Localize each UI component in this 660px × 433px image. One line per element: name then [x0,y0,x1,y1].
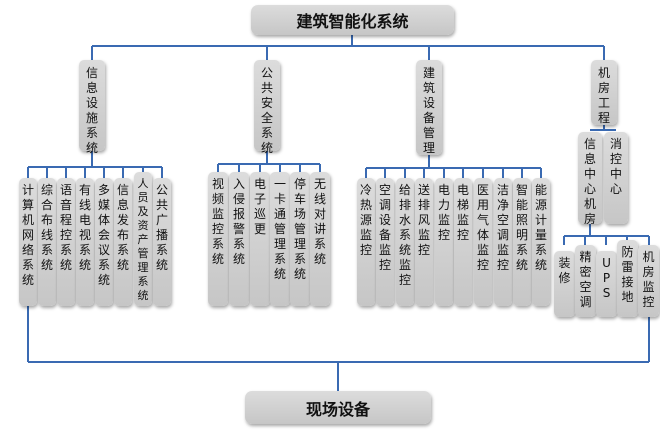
leaf-label: 洁净空调监控 [496,183,509,272]
root-node: 建筑智能化系统 [251,5,454,35]
leaf-patrol: 电子巡更 [250,172,270,306]
leaf-smart-lighting: 智能照明系统 [513,178,531,306]
bottom-node: 现场设备 [245,391,431,424]
sub-label: 信息中心机房 [583,137,596,226]
leaf-label: 公共广播系统 [155,183,168,272]
leaf-label: 有线电视系统 [78,183,91,272]
leaf-label: 能源计量系统 [534,183,547,272]
leaf-label: 电梯监控 [456,183,469,242]
leaf-label: 多媒体会议系统 [97,183,110,287]
leaf-room-monitor: 机房监控 [638,245,659,317]
leaf-info-publish: 信息发布系统 [114,178,132,306]
leaf-wireless-intercom: 无线对讲系统 [310,172,330,306]
sub-info-center-room: 信息中心机房 [578,132,602,226]
leaf-label: UPS [602,256,611,300]
leaf-label: 信息发布系统 [116,183,129,272]
category-machine-room: 机房工程 [591,60,617,125]
leaf-label: 人员及资产管理系统 [137,177,149,302]
leaf-parking: 停车场管理系统 [290,172,310,306]
leaf-label: 视频监控系统 [211,177,224,266]
leaf-medical-gas: 医用气体监控 [474,178,492,306]
leaf-energy-metering: 能源计量系统 [532,178,550,306]
leaf-label: 综合布线系统 [40,183,53,272]
category-label: 建筑设备管理 [422,66,435,155]
leaf-power-monitor: 电力监控 [435,178,453,306]
leaf-label: 给排水系统监控 [398,183,411,287]
leaf-ventilation: 送排风监控 [415,178,433,306]
leaf-decoration: 装修 [554,251,575,317]
category-public-safety: 公共安全系统 [254,60,280,155]
leaf-public-broadcast: 公共广播系统 [153,178,171,306]
leaf-cable-tv: 有线电视系统 [76,178,94,306]
leaf-label: 空调设备监控 [378,183,391,272]
leaf-video-surveillance: 视频监控系统 [208,172,228,306]
bottom-label: 现场设备 [305,399,370,419]
leaf-label: 送排风监控 [417,183,430,257]
category-building-equipment: 建筑设备管理 [416,60,442,155]
leaf-lightning-grounding: 防雷接地 [617,240,638,317]
leaf-multimedia-meeting: 多媒体会议系统 [95,178,113,306]
sub-label: 消控中心 [609,137,622,196]
leaf-hvac-equipment: 空调设备监控 [376,178,394,306]
leaf-precision-ac: 精密空调 [575,245,596,317]
leaf-cold-heat-source: 冷热源监控 [357,178,375,306]
leaf-label: 语音程控系统 [59,183,72,272]
category-label: 公共安全系统 [260,66,273,155]
sub-fire-control-center: 消控中心 [604,132,628,224]
leaf-personnel-asset: 人员及资产管理系统 [134,172,152,306]
leaf-elevator-monitor: 电梯监控 [454,178,472,306]
leaf-label: 入侵报警系统 [232,177,245,266]
leaf-label: 计算机网络系统 [21,183,34,287]
leaf-label: 智能照明系统 [515,183,528,272]
leaf-label: 电子巡更 [253,177,266,236]
leaf-label: 一卡通管理系统 [273,177,286,281]
leaf-water-supply-drainage: 给排水系统监控 [396,178,414,306]
leaf-label: 冷热源监控 [359,183,372,257]
leaf-card-management: 一卡通管理系统 [270,172,290,306]
leaf-clean-hvac: 洁净空调监控 [494,178,512,306]
root-label: 建筑智能化系统 [296,12,409,31]
leaf-intrusion-alarm: 入侵报警系统 [229,172,249,306]
leaf-label: 防雷接地 [621,245,634,304]
category-label: 信息设施系统 [85,66,98,155]
leaf-label: 精密空调 [579,250,592,309]
leaf-label: 停车场管理系统 [293,177,306,281]
category-label: 机房工程 [597,66,610,125]
leaf-voice-program: 语音程控系统 [57,178,75,306]
leaf-ups: UPS [596,251,617,317]
leaf-label: 医用气体监控 [476,183,489,272]
leaf-cabling: 综合布线系统 [38,178,56,306]
category-info-facility: 信息设施系统 [79,60,105,155]
leaf-computer-network: 计算机网络系统 [19,178,37,306]
leaf-label: 无线对讲系统 [313,177,326,266]
leaf-label: 机房监控 [642,250,655,309]
leaf-label: 电力监控 [437,183,450,242]
leaf-label: 装修 [558,256,571,285]
